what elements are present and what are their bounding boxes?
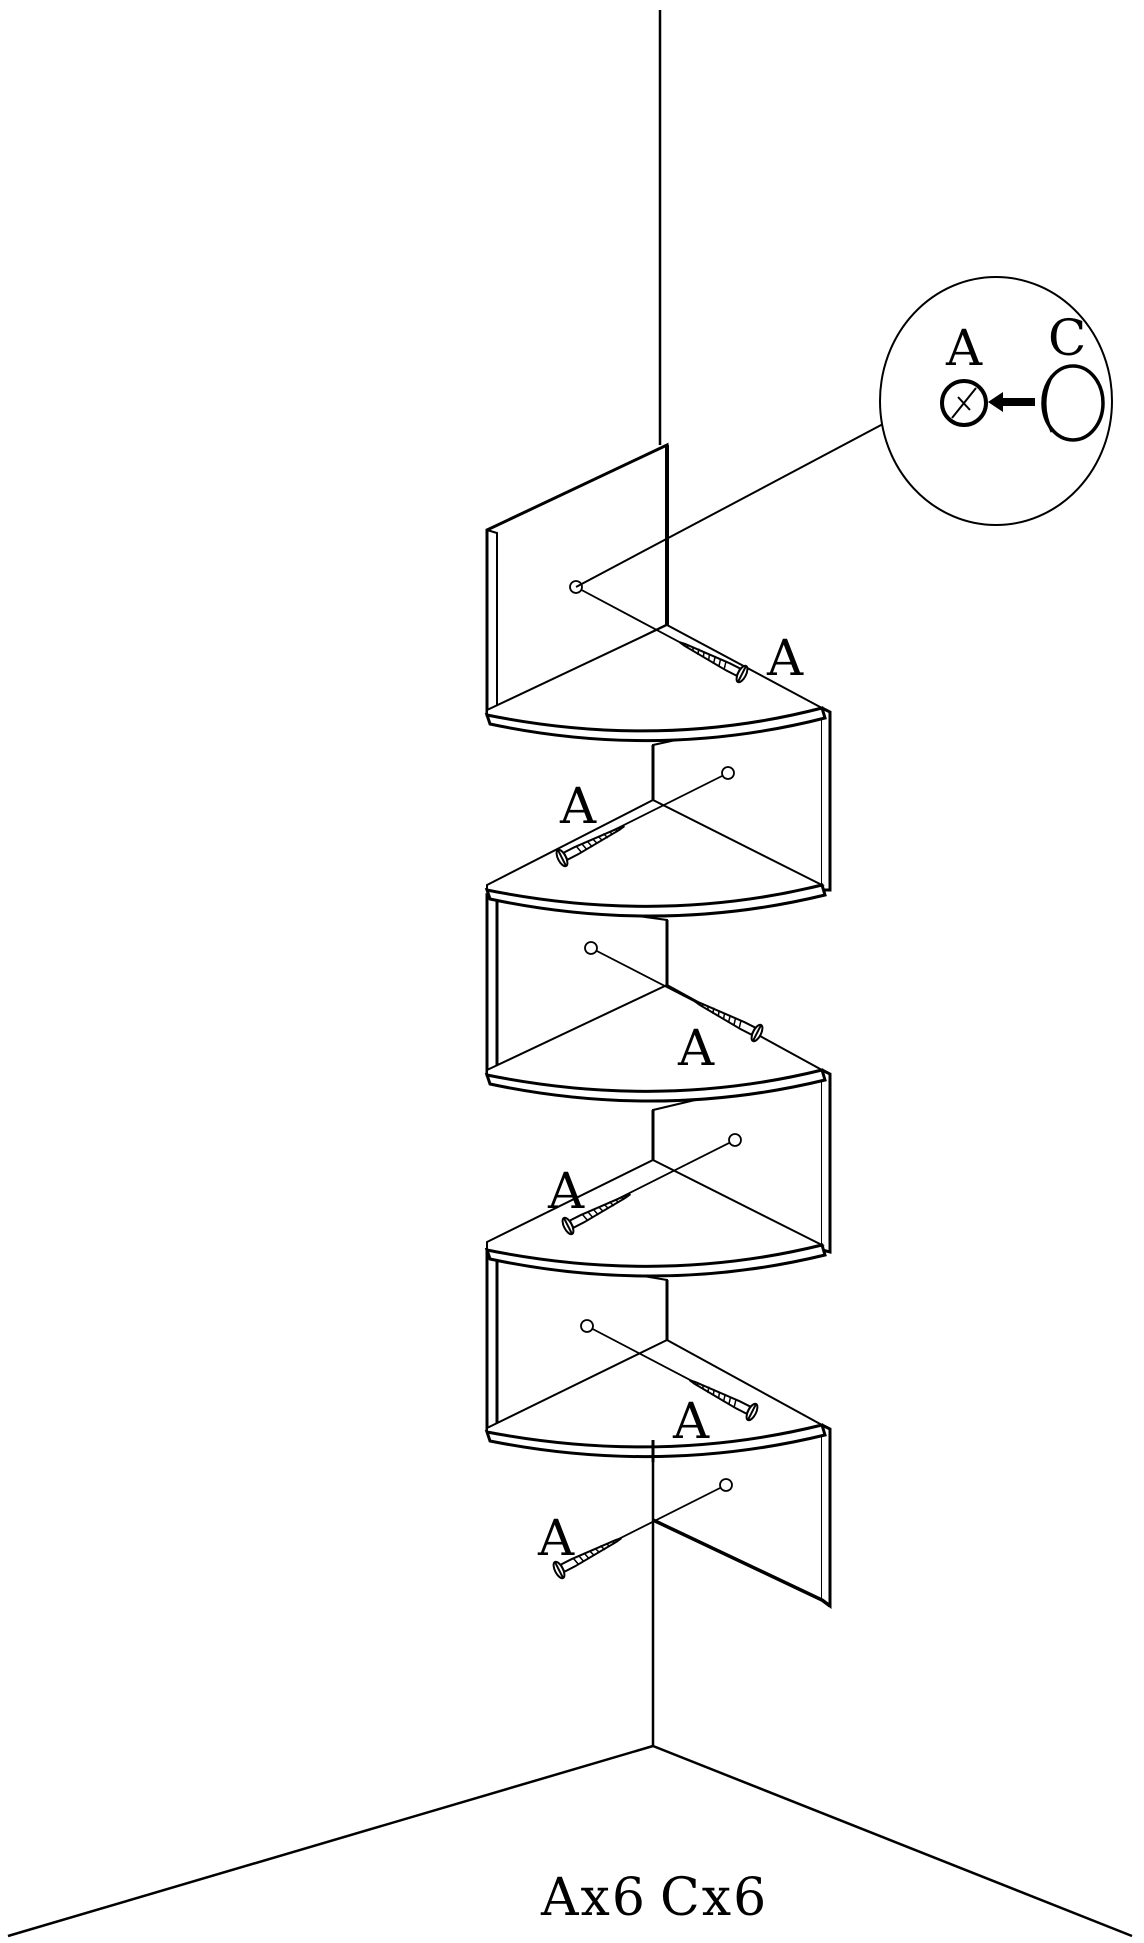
arrow-left-icon — [988, 392, 1035, 412]
screw-label: A — [672, 1392, 710, 1450]
detail-callout — [575, 276, 1113, 588]
screw-label: A — [537, 1509, 575, 1567]
screw-label: A — [766, 629, 804, 687]
screw-label: A — [677, 1019, 715, 1077]
screw-labels: A A A A A A — [537, 629, 804, 1567]
detail-label-c: C — [1048, 309, 1086, 367]
detail-label-a: A — [945, 319, 983, 377]
screw-label: A — [559, 777, 597, 835]
shelf-unit — [484, 442, 832, 1609]
parts-caption-c: Cx6 — [660, 1868, 768, 1928]
parts-caption-a: Ax6 — [540, 1868, 647, 1928]
screw-label: A — [547, 1162, 585, 1220]
cap-icon — [1041, 364, 1105, 442]
